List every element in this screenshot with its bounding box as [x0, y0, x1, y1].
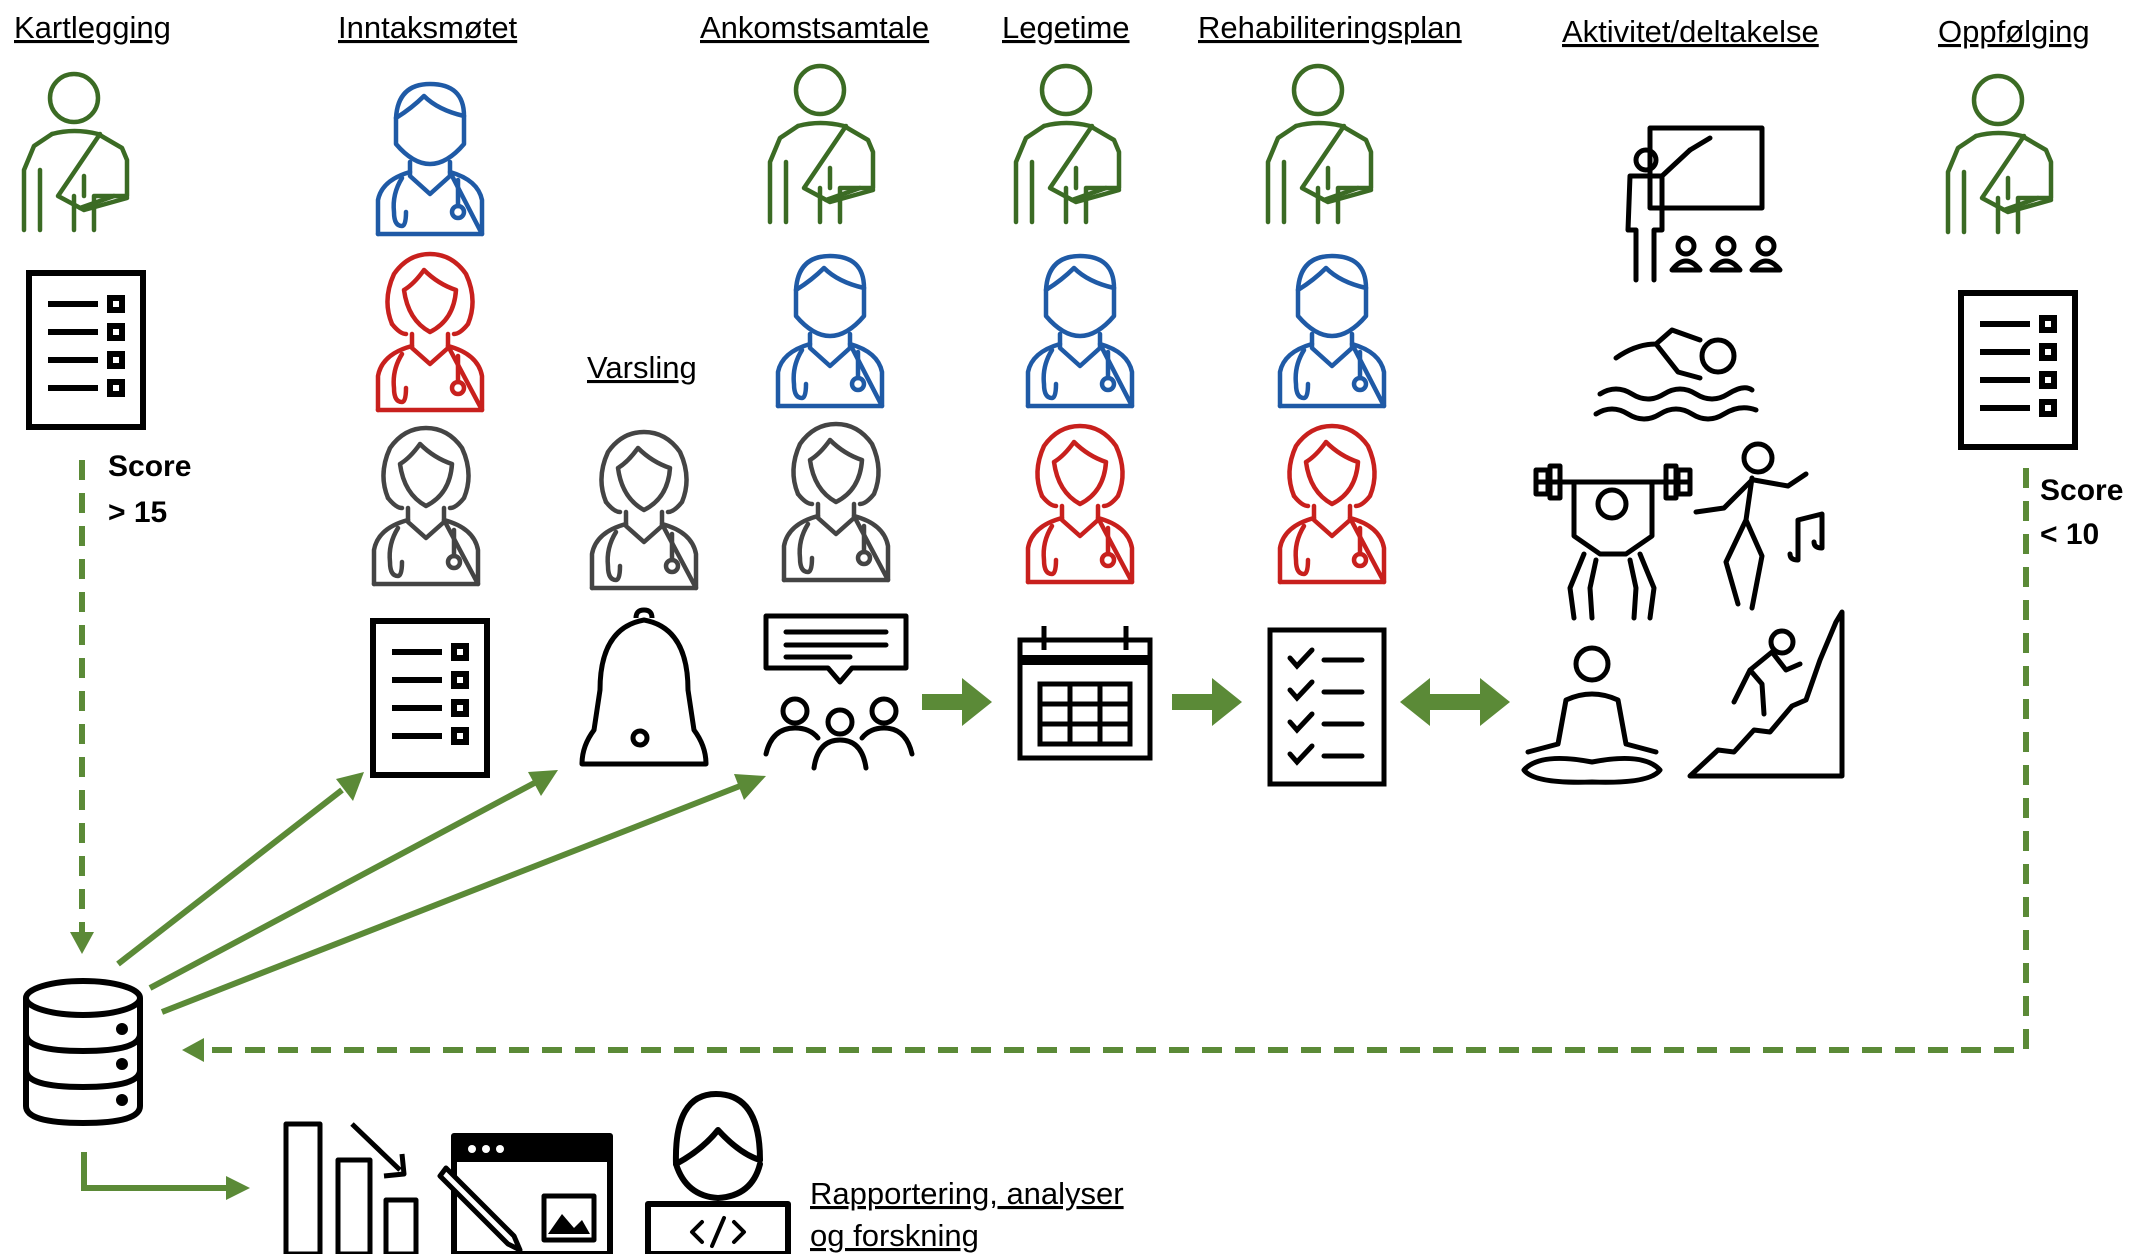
staff-icon — [374, 428, 478, 584]
arrowhead-to-reporting — [226, 1176, 250, 1200]
doctor-icon — [1028, 256, 1132, 406]
staff-icon — [592, 432, 696, 588]
arrowhead-to-intake-form — [336, 772, 364, 801]
patient-icon — [770, 66, 873, 222]
double-arrow-plan-activity — [1400, 678, 1510, 726]
stage-label-inntaksmotet: Inntaksmøtet — [338, 10, 518, 45]
patient-icon — [1016, 66, 1119, 222]
dashed-arrowhead-down — [70, 932, 94, 954]
patient-icon — [1948, 76, 2051, 232]
arrow-to-legetime — [922, 678, 992, 726]
calendar-icon — [1017, 626, 1153, 761]
dashed-arrowhead-left — [182, 1038, 204, 1062]
bar-chart-decline-icon — [283, 1121, 419, 1254]
bell-icon — [579, 607, 709, 767]
checklist-form-icon — [29, 273, 143, 427]
doctor-icon — [778, 256, 882, 406]
stage-label-aktivitet: Aktivitet/deltakelse — [1562, 14, 1819, 49]
arrow-to-reporting — [81, 1152, 226, 1191]
doctor-icon — [378, 84, 482, 234]
meditation-icon — [1521, 645, 1663, 785]
doctor-icon — [1280, 256, 1384, 406]
stage-label-varsling: Varsling — [587, 350, 697, 385]
arrowhead-to-meeting — [734, 774, 766, 800]
teaching-class-icon — [1625, 125, 1783, 283]
arrowhead-to-bell — [528, 770, 558, 796]
weightlifting-icon — [1533, 463, 1693, 621]
dashed-flow-lines — [79, 460, 2029, 1053]
nurse-icon — [378, 254, 482, 410]
meeting-icon — [763, 613, 915, 771]
document-edit-icon — [437, 1133, 613, 1254]
score-start-value: > 15 — [108, 496, 167, 529]
nurse-icon — [1280, 426, 1384, 582]
checklist-icon — [1267, 627, 1387, 787]
arrow-to-rehabplan — [1172, 678, 1242, 726]
dancer-icon — [1693, 441, 1825, 611]
checklist-form-icon — [373, 621, 487, 775]
nurse-icon — [1028, 426, 1132, 582]
reporting-label-line1: Rapportering, analyser — [810, 1176, 1124, 1211]
staff-icon — [784, 424, 888, 580]
db-feedback-arrows — [116, 777, 742, 1015]
stage-label-rehabiliteringsplan: Rehabiliteringsplan — [1198, 10, 1462, 45]
stage-label-legetime: Legetime — [1002, 10, 1130, 45]
patient-icon — [1268, 66, 1371, 222]
score-start-label: Score — [108, 450, 191, 483]
stage-label-ankomstsamtale: Ankomstsamtale — [700, 10, 929, 45]
developer-laptop-icon — [645, 1091, 791, 1254]
score-end-value: < 10 — [2040, 518, 2099, 551]
database-icon — [23, 978, 143, 1127]
swimmer-icon — [1593, 327, 1759, 422]
stage-label-oppfolging: Oppfølging — [1938, 14, 2090, 49]
climbing-icon — [1687, 609, 1845, 779]
reporting-label-line2: og forskning — [810, 1218, 979, 1253]
checklist-form-icon — [1961, 293, 2075, 447]
patient-icon — [24, 74, 127, 230]
stage-label-kartlegging: Kartlegging — [14, 10, 171, 45]
score-end-label: Score — [2040, 474, 2123, 507]
